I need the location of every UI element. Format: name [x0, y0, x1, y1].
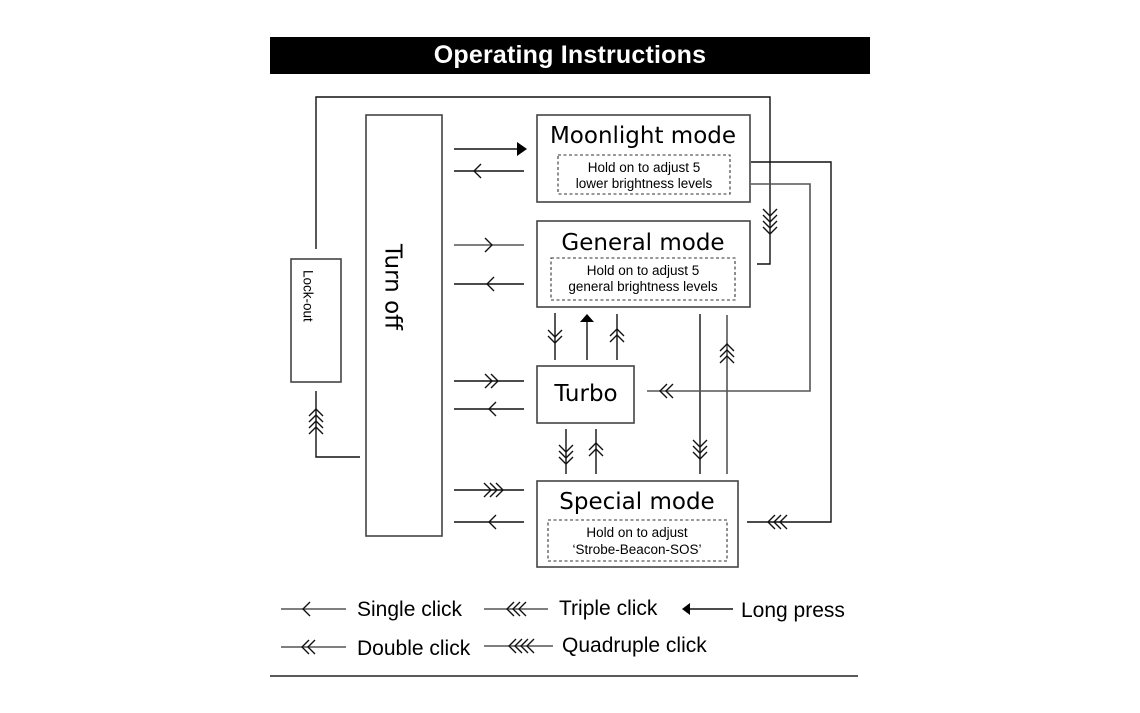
legend-item-triple-click: Triple click — [484, 597, 658, 620]
arrow-moonlight-to-special-triple — [747, 161, 832, 530]
double-chevron-arrow-icon — [281, 639, 346, 655]
arrow-special-to-general-triple — [719, 315, 735, 474]
arrow-turbo-to-general-double — [609, 314, 625, 360]
general-note-line1: Hold on to adjust 5 — [587, 263, 700, 278]
legend-item-double-click: Double click — [281, 637, 471, 660]
arrow-lockout-to-general-quadruple — [315, 96, 778, 265]
turn-off-label: Turn off — [380, 243, 406, 331]
arrow-turbo-to-special-triple — [558, 429, 574, 474]
lock-out-node: Lock-out — [290, 258, 342, 383]
lock-out-label: Lock-out — [300, 270, 315, 322]
arrow-general-to-turnoff-single — [454, 276, 524, 292]
arrow-turbo-to-turnoff-single — [454, 401, 524, 417]
special-mode-node: Special mode Hold on to adjust ‘Strobe-B… — [536, 480, 739, 568]
turn-off-node: Turn off — [365, 114, 443, 537]
moonlight-note-line1: Hold on to adjust 5 — [588, 160, 701, 175]
legend-label-triple-click: Triple click — [559, 597, 658, 620]
arrow-moonlight-to-turbo-double — [647, 183, 811, 399]
legend-label-quadruple-click: Quadruple click — [562, 634, 707, 657]
legend-item-single-click: Single click — [281, 598, 463, 621]
single-chevron-arrow-icon — [281, 601, 346, 617]
special-note-line1: Hold on to adjust — [586, 525, 688, 540]
triple-chevron-arrow-icon — [484, 601, 548, 617]
arrow-general-to-special-triple — [692, 314, 708, 474]
legend-item-long-press: Long press — [682, 599, 845, 622]
special-mode-title: Special mode — [559, 489, 714, 515]
arrow-turnoff-to-special-triple — [454, 482, 524, 498]
arrow-turnoff-to-lockout-quadruple — [308, 391, 360, 458]
legend-label-double-click: Double click — [357, 637, 471, 660]
arrow-turnoff-to-general-single — [454, 237, 524, 253]
arrow-moonlight-to-turnoff-single — [454, 163, 524, 179]
arrow-turbo-to-general-long-press — [580, 314, 594, 360]
arrow-turnoff-to-moonlight-long-press — [454, 142, 527, 156]
solid-arrowhead-icon — [682, 603, 733, 615]
moonlight-mode-node: Moonlight mode Hold on to adjust 5 lower… — [536, 114, 751, 203]
arrow-turnoff-to-turbo-double — [454, 373, 524, 389]
arrow-special-to-turnoff-single — [454, 514, 524, 530]
quadruple-chevron-arrow-icon — [484, 638, 553, 654]
general-mode-node: General mode Hold on to adjust 5 general… — [536, 220, 751, 308]
legend-item-quadruple-click: Quadruple click — [484, 634, 707, 657]
general-mode-title: General mode — [561, 230, 724, 256]
arrow-general-to-turbo-double — [547, 313, 563, 360]
legend: Single click Triple click Long press — [281, 597, 845, 660]
legend-label-single-click: Single click — [357, 598, 463, 621]
turbo-title: Turbo — [553, 381, 617, 407]
special-note-line2: ‘Strobe-Beacon-SOS’ — [572, 542, 701, 557]
moonlight-mode-title: Moonlight mode — [550, 123, 736, 149]
arrow-special-to-turbo-double — [588, 429, 604, 474]
page-title: Operating Instructions — [433, 41, 707, 69]
legend-label-long-press: Long press — [741, 599, 845, 622]
title-banner: Operating Instructions — [270, 37, 870, 74]
general-note-line2: general brightness levels — [568, 279, 718, 294]
moonlight-note-line2: lower brightness levels — [576, 176, 713, 191]
turbo-node: Turbo — [536, 365, 635, 424]
